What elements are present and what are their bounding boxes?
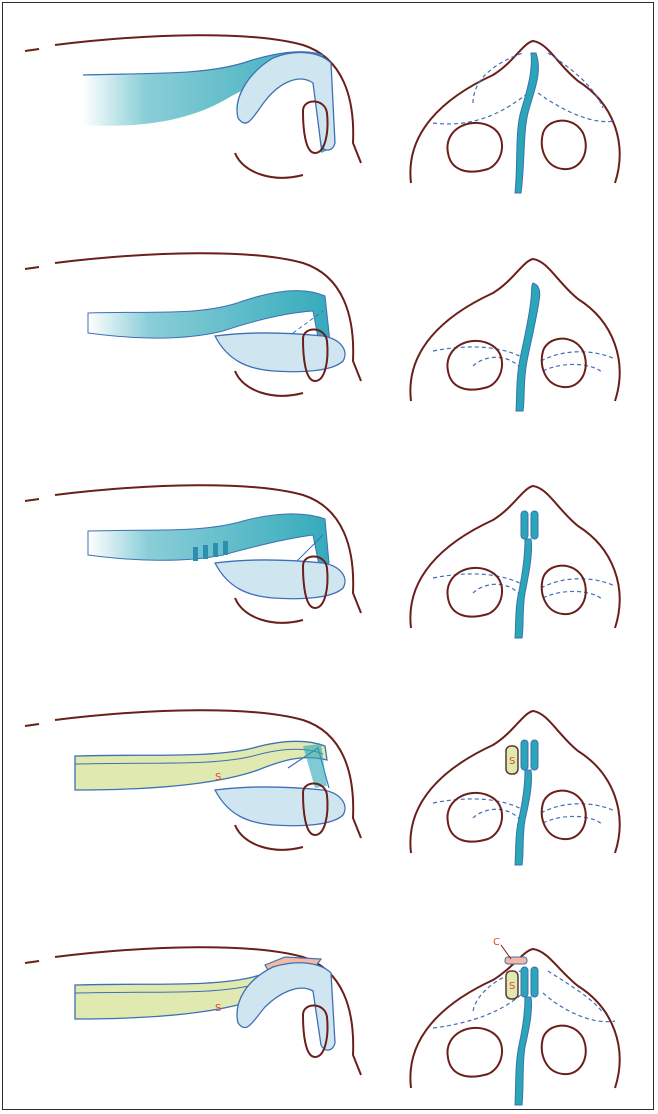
- panel-4: S S: [25, 710, 620, 865]
- cartilage-strip: [521, 511, 528, 539]
- panel-3: [25, 485, 620, 638]
- profile-view: S: [25, 710, 361, 850]
- profile-view: [25, 253, 361, 396]
- profile-view: S C: [25, 947, 361, 1075]
- scoring-mark: [223, 541, 228, 555]
- spreader-graft-label: S: [215, 772, 221, 783]
- spreader-graft: [75, 741, 327, 790]
- base-spreader-label: S: [509, 756, 515, 767]
- base-view: [410, 41, 619, 193]
- profile-view: [25, 485, 361, 623]
- profile-view: [25, 35, 361, 178]
- base-view: [410, 486, 619, 638]
- scoring-mark: [213, 543, 218, 557]
- base-view: S: [410, 711, 619, 865]
- base-view: [410, 259, 619, 411]
- cartilage-strip: [531, 511, 538, 539]
- spreader-graft-label: S: [215, 1003, 221, 1014]
- onlay-graft-section: [505, 957, 527, 964]
- base-spreader-label: S: [509, 981, 515, 992]
- base-onlay-label: C: [493, 937, 500, 948]
- base-view: C S: [410, 937, 619, 1105]
- panel-2: [25, 253, 620, 411]
- panel-5: S C C S: [25, 937, 620, 1105]
- scoring-mark: [203, 545, 208, 559]
- nasal-surgery-diagram: S S S C: [3, 3, 655, 1111]
- scoring-mark: [193, 547, 198, 561]
- panel-1: [25, 35, 620, 193]
